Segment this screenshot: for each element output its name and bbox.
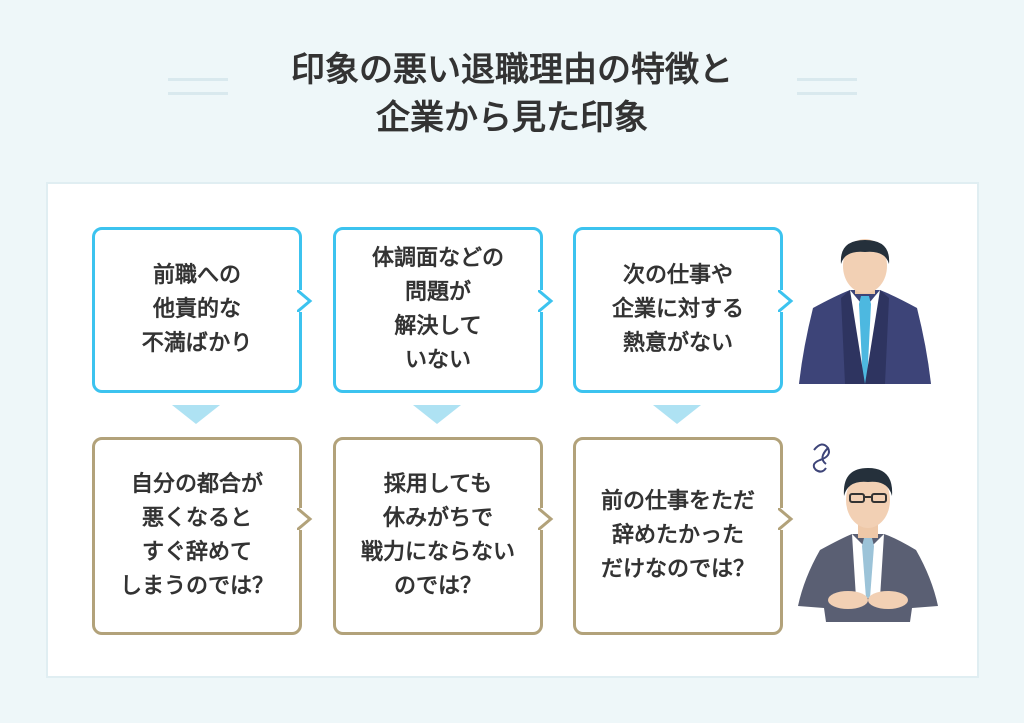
impression-text: 自分の都合が 悪くなると すぐ辞めて しまうのでは？ <box>119 472 274 599</box>
reason-text: 次の仕事や 企業に対する 熱意がない <box>611 263 744 356</box>
page-title: 印象の悪い退職理由の特徴と 企業から見た印象 <box>0 46 1024 142</box>
impression-text: 前の仕事をただ 辞めたかった だけなのでは？ <box>600 489 755 582</box>
reason-bubble: 前職への 他責的な 不満ばかり <box>92 227 313 393</box>
glasses-icon <box>849 493 887 503</box>
impression-bubble: 自分の都合が 悪くなると すぐ辞めて しまうのでは？ <box>92 437 313 635</box>
bubble-tail <box>297 508 313 530</box>
impression-bubble: 採用しても 休みがちで 戦力にならない のでは？ <box>333 437 554 635</box>
impression-text: 採用しても 休みがちで 戦力にならない のでは？ <box>360 472 515 599</box>
title-line-1: 印象の悪い退職理由の特徴と <box>291 50 733 90</box>
confused-recruiter-illustration <box>798 443 938 622</box>
reason-bubble: 体調面などの 問題が 解決して いない <box>333 227 554 393</box>
job-seeker-illustration <box>799 239 931 384</box>
title-line-2: 企業から見た印象 <box>376 98 648 138</box>
bubble-tail <box>538 508 554 530</box>
down-arrow-icon <box>653 405 701 424</box>
reason-bubble: 次の仕事や 企業に対する 熱意がない <box>573 227 794 393</box>
title-decoration-line <box>168 92 228 95</box>
bubble-tail <box>538 290 554 312</box>
bubble-tail <box>778 508 794 530</box>
title-decoration-line <box>168 78 228 81</box>
reason-text: 前職への 他責的な 不満ばかり <box>141 263 253 356</box>
down-arrow-icon <box>413 405 461 424</box>
reason-text: 体調面などの 問題が 解決して いない <box>371 246 504 373</box>
bubble-tail <box>297 290 313 312</box>
title-decoration-line <box>797 92 857 95</box>
title-decoration-line <box>797 78 857 81</box>
down-arrow-icon <box>172 405 220 424</box>
bubble-tail <box>778 290 794 312</box>
impression-bubble: 前の仕事をただ 辞めたかった だけなのでは？ <box>573 437 794 635</box>
confused-swirl-icon <box>812 443 830 473</box>
